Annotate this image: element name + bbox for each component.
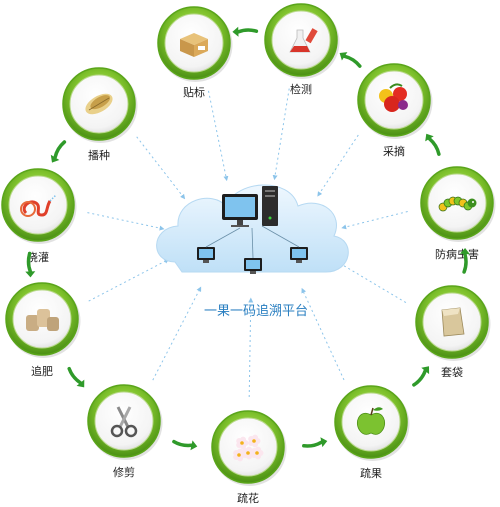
connector-sowing <box>136 136 186 200</box>
node-label-sowing: 播种 <box>88 148 110 162</box>
flow-arrow-picking-to-testing <box>339 52 362 68</box>
platform-label: 一果一码追溯平台 <box>204 303 308 319</box>
flow-arrow-flower-to-thinning <box>302 437 328 448</box>
connector-testing <box>272 88 290 181</box>
node-thinning: 疏果 <box>334 385 410 480</box>
node-label-labeling: 贴标 <box>183 85 205 99</box>
connector-pruning <box>152 286 202 381</box>
connector-flower <box>248 297 254 398</box>
connector-labeling <box>208 90 229 182</box>
node-label-watering: 浇灌 <box>27 251 49 264</box>
network-links <box>205 225 300 259</box>
node-label-pest: 防病虫害 <box>435 247 479 261</box>
node-pruning: 修剪 <box>87 384 163 479</box>
flow-arrow-watering-to-fertilize <box>25 251 36 278</box>
flow-arrow-sowing-to-watering <box>50 140 67 163</box>
node-label-flower: 疏花 <box>237 491 259 505</box>
node-fertilize: 追肥 <box>5 282 81 378</box>
flow-arrow-thinning-to-bagging <box>412 366 430 387</box>
node-label-thinning: 疏果 <box>360 466 382 480</box>
flow-arrow-fertilize-to-pruning <box>67 366 85 388</box>
node-label-fertilize: 追肥 <box>31 364 53 378</box>
node-sowing: 播种 <box>62 67 138 162</box>
scissors-icon <box>110 406 138 438</box>
seed-icon <box>85 93 113 115</box>
node-label-picking: 采摘 <box>383 144 405 158</box>
fruit-basket-icon <box>379 83 408 112</box>
blossom-icon <box>233 434 264 462</box>
connector-lines <box>87 88 408 398</box>
server-icon <box>262 186 278 226</box>
node-testing: 检测 <box>264 3 340 96</box>
terminal-right-icon <box>290 247 308 263</box>
flow-arrow-pruning-to-flower <box>172 439 198 451</box>
green-apple-icon <box>357 407 385 435</box>
node-label-pruning: 修剪 <box>113 465 135 479</box>
connector-picking <box>317 134 359 197</box>
node-watering: 浇灌 <box>1 168 77 264</box>
connector-bagging <box>335 260 407 304</box>
connector-watering <box>87 212 165 231</box>
flow-arrow-pest-to-picking <box>425 133 441 156</box>
garden-hose-icon <box>20 194 57 217</box>
terminal-center-icon <box>244 258 262 274</box>
connector-pest <box>341 211 408 230</box>
connector-thinning <box>301 287 345 381</box>
flow-arrow-bagging-to-pest <box>459 248 470 274</box>
monitor-icon <box>222 194 258 227</box>
node-label-bagging: 套袋 <box>441 365 463 379</box>
node-labeling: 贴标 <box>157 6 233 99</box>
node-bagging: 套袋 <box>415 285 491 379</box>
flow-arrows <box>25 26 470 451</box>
node-pest: 防病虫害 <box>420 166 496 261</box>
platform-cloud <box>156 184 349 274</box>
terminal-left-icon <box>197 247 215 263</box>
test-flask-icon <box>289 28 318 53</box>
cardboard-box-icon <box>180 33 208 57</box>
node-flower: 疏花 <box>211 410 287 505</box>
connector-fertilize <box>88 259 170 302</box>
node-picking: 采摘 <box>357 63 433 158</box>
flow-arrow-testing-to-labeling <box>232 26 259 37</box>
paper-bag-icon <box>441 307 465 337</box>
caterpillar-icon <box>438 196 477 212</box>
node-label-testing: 检测 <box>290 82 312 96</box>
fertilizer-bags-icon <box>26 309 59 331</box>
